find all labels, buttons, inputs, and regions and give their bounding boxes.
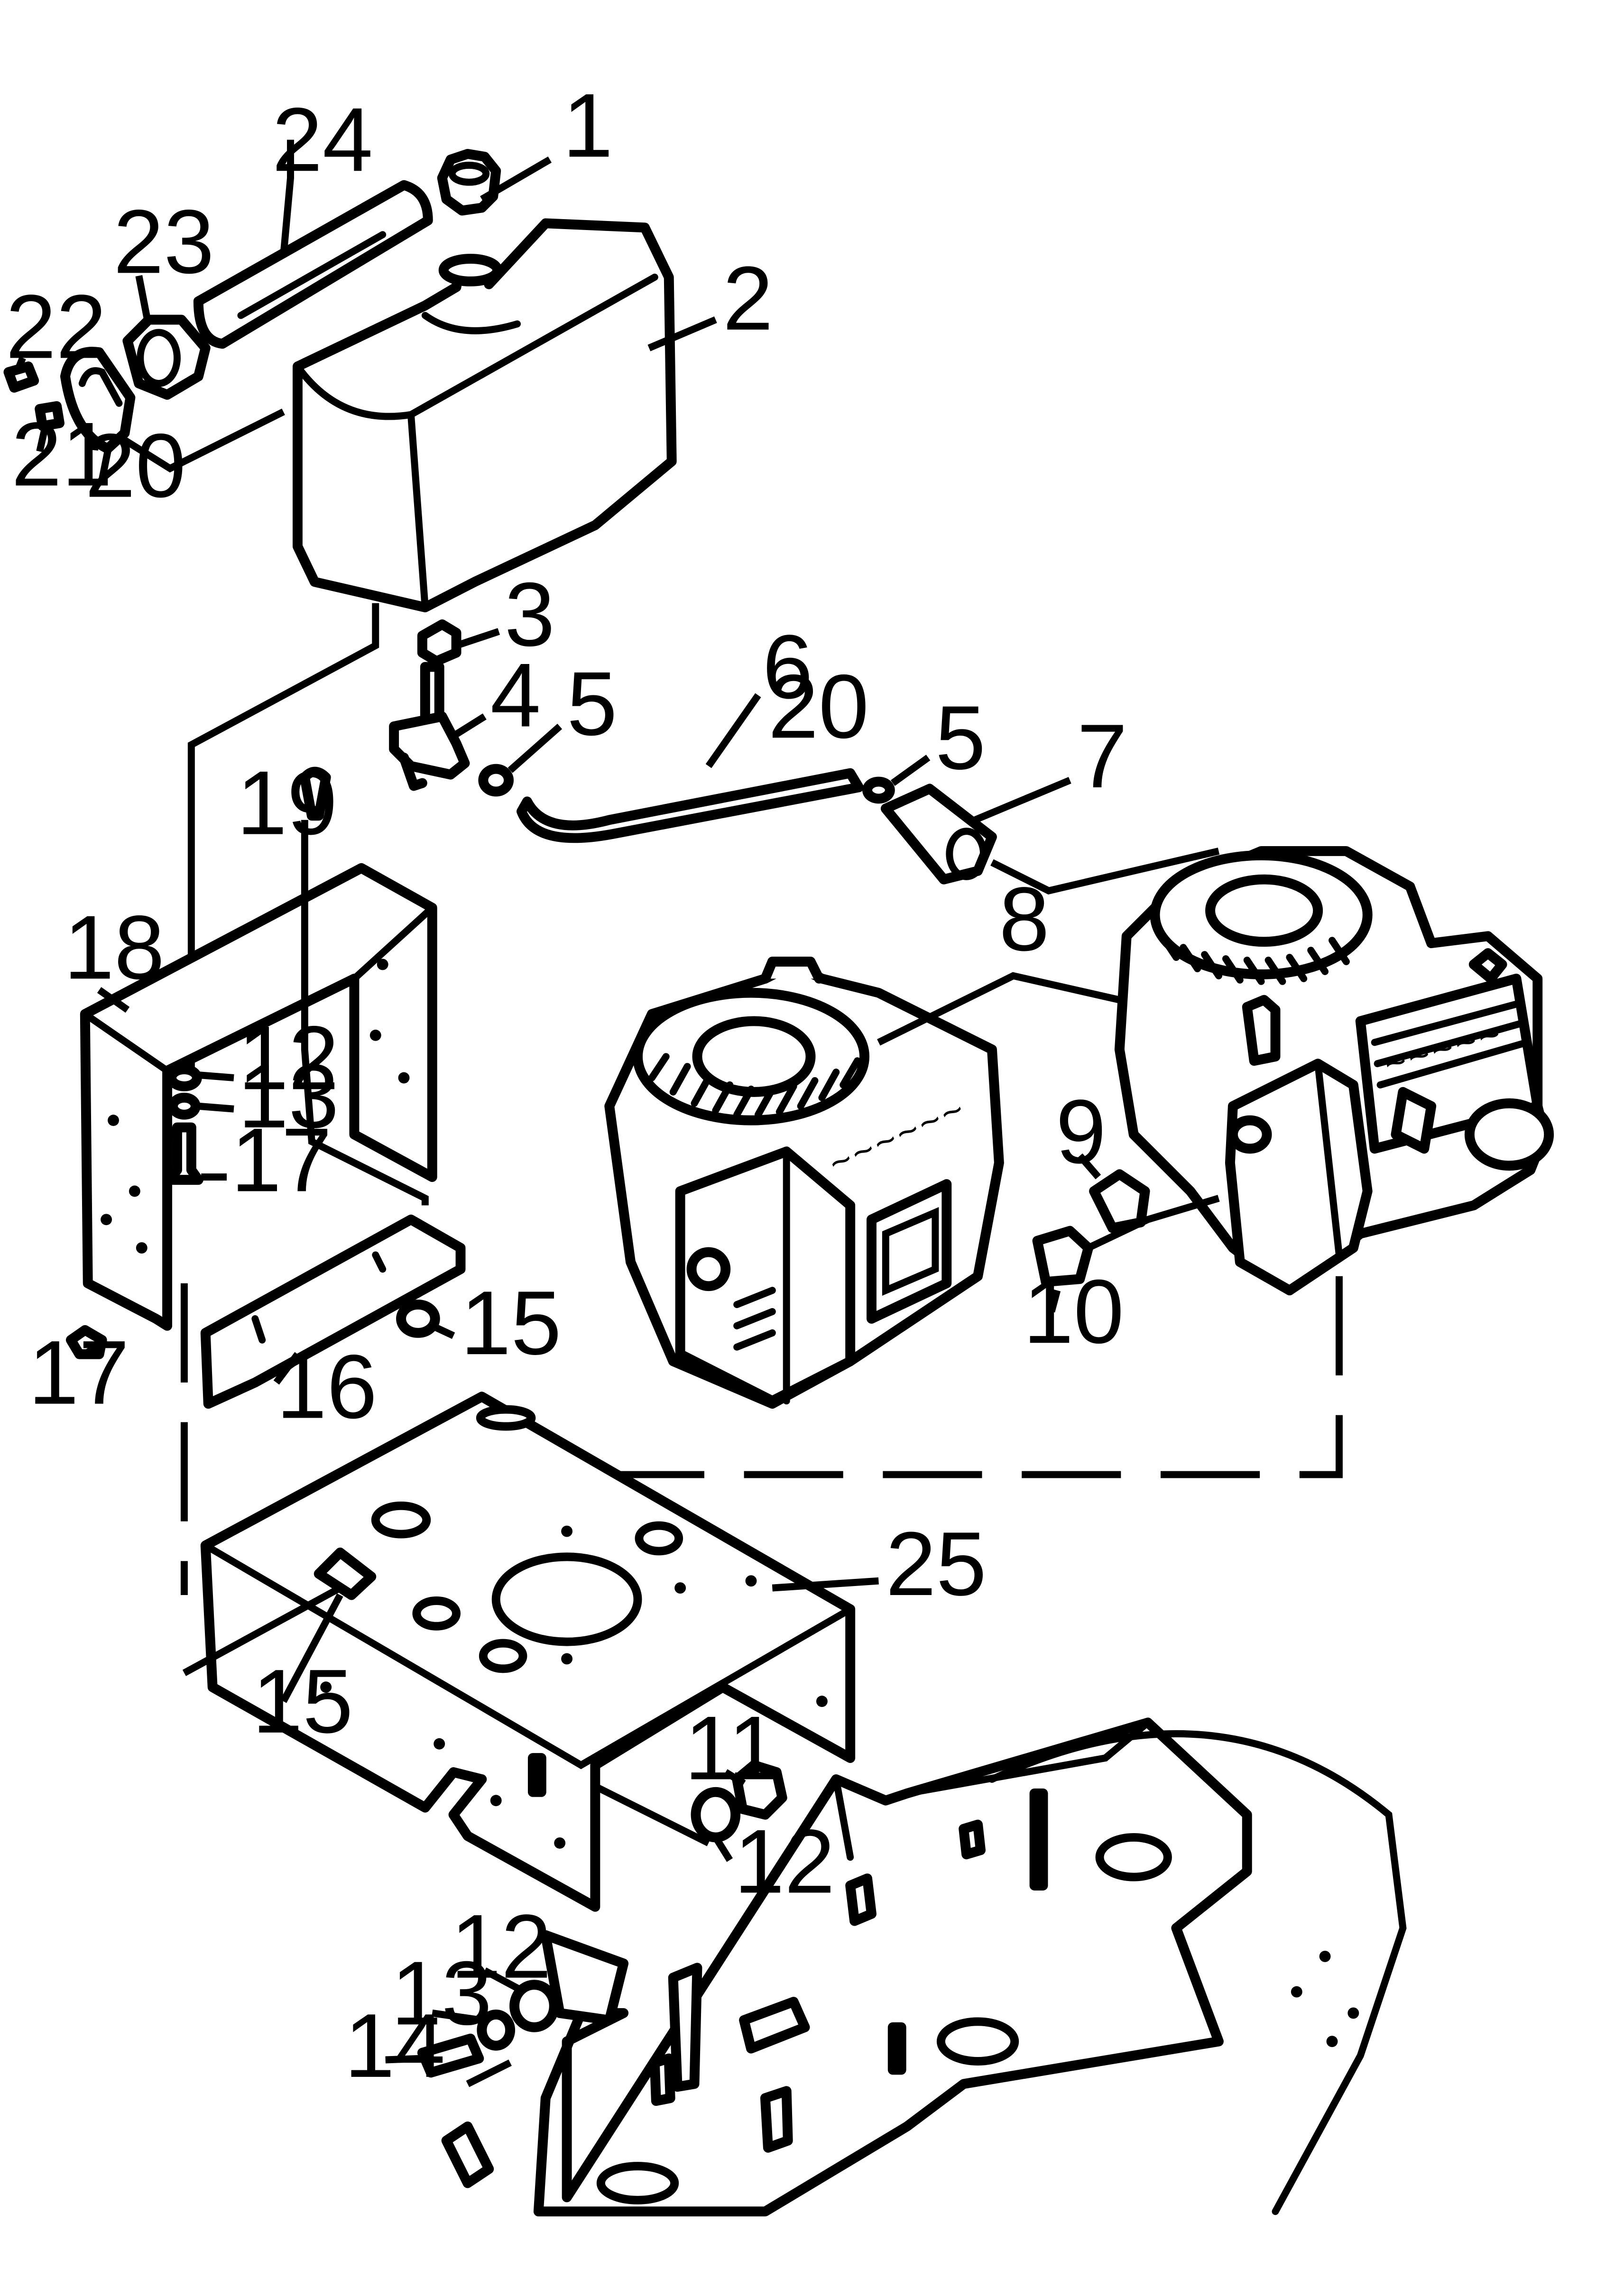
fuel-tank — [292, 218, 677, 613]
callout-label: 11 — [684, 1697, 779, 1799]
callout-label: 25 — [886, 1513, 987, 1614]
callout-label: 12 — [451, 1896, 552, 1997]
callout-label: 20 — [85, 415, 186, 516]
mower-deck — [533, 1717, 1407, 2217]
callout-label: 15 — [461, 1272, 562, 1374]
callout-label: 6 — [762, 616, 812, 718]
callout-label: 9 — [1056, 1081, 1106, 1182]
callout-label: 3 — [505, 563, 555, 665]
callout-label: 18 — [64, 896, 165, 998]
callout-label: 13 — [391, 1942, 492, 2044]
callout-label: 19 — [237, 752, 338, 854]
callout-label: 7 — [1077, 705, 1127, 807]
engine-bracket — [80, 863, 437, 1331]
tube-sleeve — [122, 314, 211, 400]
callout-label: 8 — [999, 868, 1049, 970]
throttle-clip — [1032, 1169, 1150, 1287]
callout-label: 20 — [768, 655, 869, 757]
fuel-cap — [437, 148, 501, 216]
callout-label: 2 — [723, 248, 773, 349]
engine-mount-plate — [200, 1392, 856, 1912]
mounting-clamp — [60, 347, 136, 454]
callout-label: 12 — [734, 1810, 835, 1912]
callout-label: 4 — [490, 645, 541, 746]
callout-label: 23 — [113, 191, 214, 292]
callout-label: 22 — [6, 276, 107, 378]
engine-rear: ~~~~~ — [1114, 846, 1554, 1296]
callout-labels: 1 2 3 4 5 6 20 5 7 8 9 10 18 19 12 13 17… — [6, 74, 1127, 2096]
hose-clamp — [478, 764, 895, 804]
callout-label: 5 — [567, 653, 617, 754]
callout-label: 17 — [28, 1322, 129, 1423]
engine-front: ~~~~~~ — [604, 957, 1004, 1409]
deck-hardware — [417, 1760, 787, 2188]
callout-label: 1 — [563, 74, 613, 176]
shutoff-valve — [389, 662, 470, 791]
callout-label: 17 — [231, 1109, 332, 1211]
callout-label: 15 — [252, 1651, 353, 1752]
callout-label: 13 — [238, 1045, 339, 1147]
callout-label: 16 — [277, 1336, 378, 1438]
fuel-hose — [517, 768, 864, 843]
support-channel — [200, 1214, 466, 1409]
callout-label: 12 — [238, 1007, 339, 1108]
filter-tube — [193, 180, 433, 349]
fuel-filter — [880, 784, 997, 885]
callout-label: 14 — [344, 1995, 445, 2096]
deck-bracket — [540, 1930, 629, 2025]
callout-label: 21 — [11, 404, 112, 505]
callout-label: 24 — [272, 89, 373, 190]
tank-bushing — [417, 619, 461, 666]
callout-label: 5 — [935, 687, 986, 788]
callout-label: 10 — [1023, 1261, 1124, 1362]
